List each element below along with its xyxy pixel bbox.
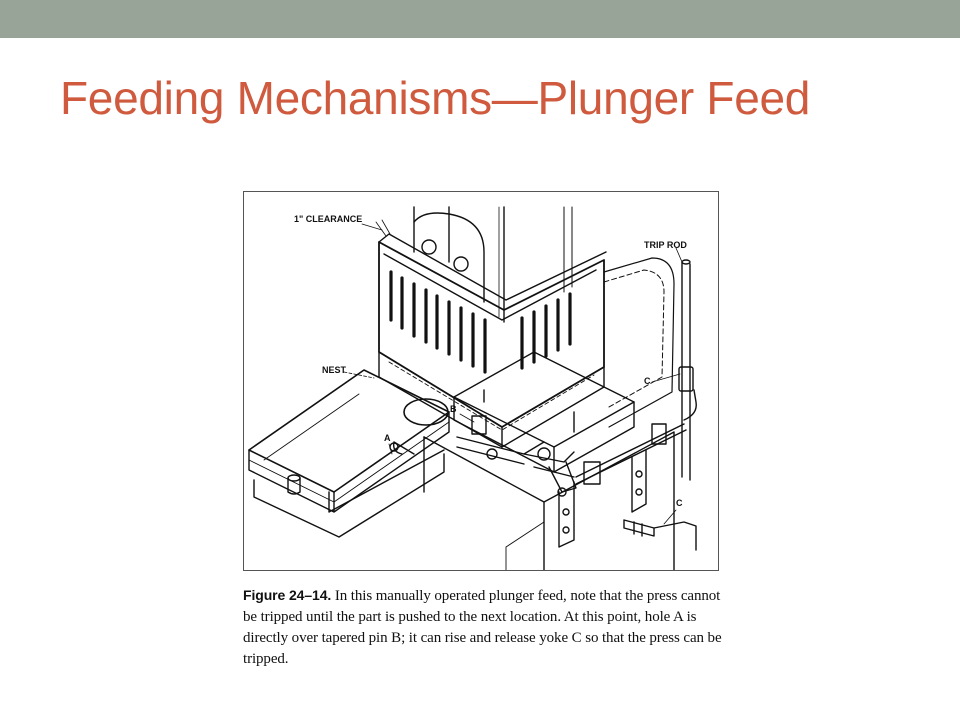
plunger-feed-diagram: 1" CLEARANCE TRIP ROD NEST B A C C	[248, 206, 697, 570]
lower-plate	[253, 449, 445, 538]
top-bar	[0, 0, 960, 38]
press-column	[413, 206, 573, 323]
bolt-2	[453, 256, 469, 272]
label-c-lower: C	[676, 498, 683, 508]
linkage	[456, 389, 697, 497]
die-base	[423, 351, 675, 570]
guard-box	[378, 233, 607, 448]
label-a: A	[384, 433, 391, 443]
caption-text: In this manually operated plunger feed, …	[243, 588, 722, 667]
bolt-1	[421, 239, 437, 255]
slide-title: Feeding Mechanisms—Plunger Feed	[60, 72, 811, 124]
nest-slide	[248, 369, 450, 513]
label-c-upper: C	[644, 376, 651, 386]
figure-caption: Figure 24–14. In this manually operated …	[243, 585, 723, 670]
label-trip-rod: TRIP ROD	[644, 240, 687, 250]
caption-figure-number: Figure 24–14.	[243, 587, 332, 603]
brackets	[558, 449, 647, 548]
label-b: B	[450, 404, 457, 414]
yoke-c-detail	[623, 519, 697, 551]
leader-lines	[343, 219, 683, 525]
label-clearance: 1" CLEARANCE	[294, 214, 362, 224]
label-nest: NEST	[322, 365, 347, 375]
trip-rod	[678, 259, 694, 481]
figure-frame: 1" CLEARANCE TRIP ROD NEST B A C C	[243, 191, 719, 571]
rear-guard-outline	[603, 269, 665, 408]
clamp-plate	[413, 212, 485, 303]
